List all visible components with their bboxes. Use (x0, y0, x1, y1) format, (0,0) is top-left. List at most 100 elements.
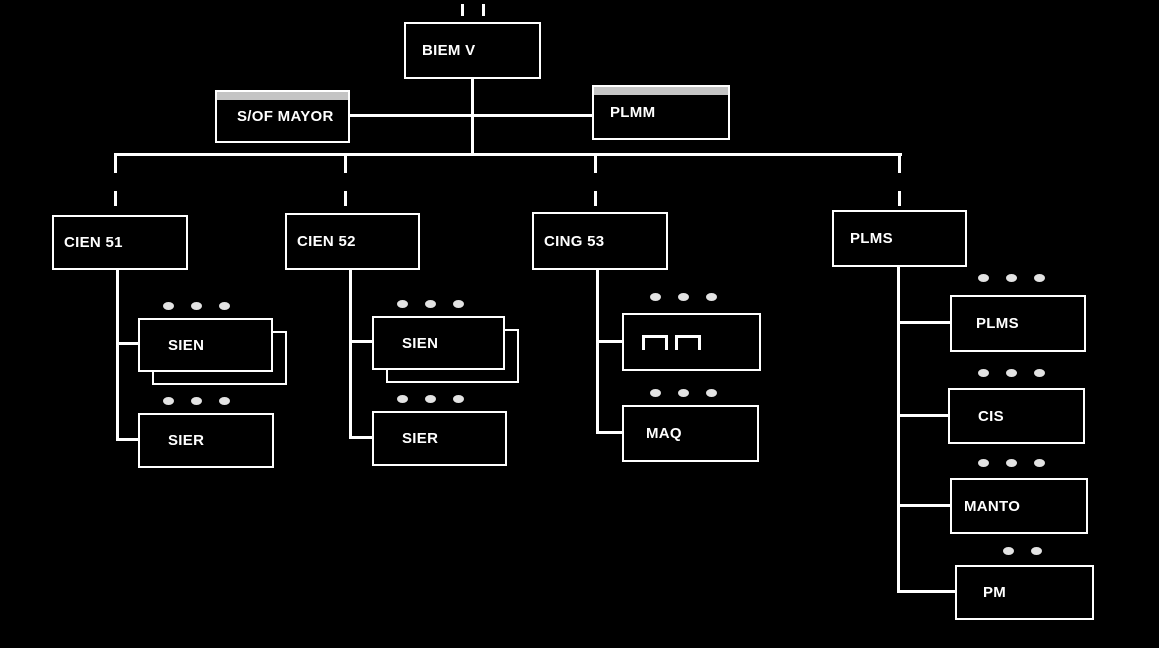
connector-line (349, 340, 372, 343)
dot-icon (191, 302, 202, 310)
node-plms-unit: PLMS (950, 295, 1086, 352)
unit-count-dots (163, 397, 230, 405)
connector-line (897, 590, 955, 593)
dot-icon (650, 389, 661, 397)
node-label: PLMS (976, 315, 1019, 332)
node-manto: MANTO (950, 478, 1088, 534)
dot-icon (1034, 274, 1045, 282)
node-plms-division: PLMS (832, 210, 967, 267)
unit-count-dots (397, 300, 464, 308)
connector-line (350, 114, 592, 117)
unit-count-dots (397, 395, 464, 403)
node-label: MANTO (964, 497, 1021, 515)
connector-line (897, 414, 948, 417)
dot-icon (163, 397, 174, 405)
dot-icon (1006, 459, 1017, 467)
node-sof-mayor: S/OF MAYOR (215, 90, 350, 143)
node-sier-51: SIER (138, 413, 274, 468)
dot-icon (425, 300, 436, 308)
connector-line (114, 153, 117, 173)
header-bar (217, 92, 348, 100)
node-cien-52: CIEN 52 (285, 213, 420, 270)
unit-count-dots (163, 302, 230, 310)
node-sien-51: SIEN (138, 318, 273, 372)
dot-icon (1031, 547, 1042, 555)
node-label: PLMS (850, 230, 893, 247)
gate-symbol-icon (642, 334, 668, 350)
connector-line (349, 436, 372, 439)
connector-line (594, 153, 597, 173)
dot-icon (1006, 274, 1017, 282)
connector-tick (898, 191, 901, 206)
node-label: SIEN (402, 334, 439, 352)
dot-icon (219, 302, 230, 310)
node-cis: CIS (948, 388, 1085, 444)
node-label: S/OF MAYOR (237, 108, 334, 125)
connector-line (897, 504, 950, 507)
connector-line (116, 342, 138, 345)
connector-line (344, 153, 347, 173)
node-label: CING 53 (544, 232, 605, 250)
connector-tick (114, 191, 117, 206)
dot-icon (163, 302, 174, 310)
dot-icon (706, 293, 717, 301)
dot-icon (453, 300, 464, 308)
node-label: CIEN 51 (64, 234, 123, 251)
dot-icon (706, 389, 717, 397)
node-cing-53: CING 53 (532, 212, 668, 270)
connector-line (596, 431, 622, 434)
node-label: CIS (978, 407, 1004, 425)
dot-icon (453, 395, 464, 403)
dot-icon (978, 459, 989, 467)
node-label: PLMM (610, 104, 656, 121)
node-label: BIEM V (422, 42, 476, 59)
node-sier-52: SIER (372, 411, 507, 466)
node-label: MAQ (646, 425, 682, 442)
unit-count-dots (978, 369, 1045, 377)
connector-line (116, 438, 138, 441)
dot-icon (1034, 459, 1045, 467)
connector-tick (344, 191, 347, 206)
dot-icon (397, 395, 408, 403)
dot-icon (425, 395, 436, 403)
node-pm: PM (955, 565, 1094, 620)
connector-line (596, 270, 599, 434)
unit-count-dots (978, 274, 1045, 282)
dot-icon (1034, 369, 1045, 377)
connector-line (897, 267, 900, 593)
node-sien-52: SIEN (372, 316, 505, 370)
top-connector-tick (461, 4, 464, 16)
unit-count-dots (650, 293, 717, 301)
connector-line (116, 270, 119, 441)
gate-symbol-icon (675, 334, 701, 350)
node-maq: MAQ (622, 405, 759, 462)
dot-icon (978, 274, 989, 282)
connector-line (596, 340, 622, 343)
unit-count-dots (1003, 547, 1042, 555)
node-plmm: PLMM (592, 85, 730, 140)
node-label: SIER (402, 430, 439, 447)
header-bar (594, 87, 728, 95)
connector-line (897, 321, 950, 324)
node-label: CIEN 52 (297, 233, 356, 250)
top-connector-tick (482, 4, 485, 16)
dot-icon (1006, 369, 1017, 377)
node-label: SIEN (168, 336, 205, 354)
dot-icon (650, 293, 661, 301)
connector-line (471, 79, 474, 155)
unit-count-dots (978, 459, 1045, 467)
node-cien-51: CIEN 51 (52, 215, 188, 270)
unit-count-dots (650, 389, 717, 397)
dot-icon (1003, 547, 1014, 555)
connector-line (898, 153, 901, 173)
connector-line (114, 153, 902, 156)
dot-icon (678, 389, 689, 397)
dot-icon (219, 397, 230, 405)
dot-icon (397, 300, 408, 308)
node-units-symbol (622, 313, 761, 371)
dot-icon (678, 293, 689, 301)
node-label: PM (983, 584, 1007, 601)
connector-line (349, 270, 352, 439)
gate-symbols-icon (642, 334, 701, 350)
